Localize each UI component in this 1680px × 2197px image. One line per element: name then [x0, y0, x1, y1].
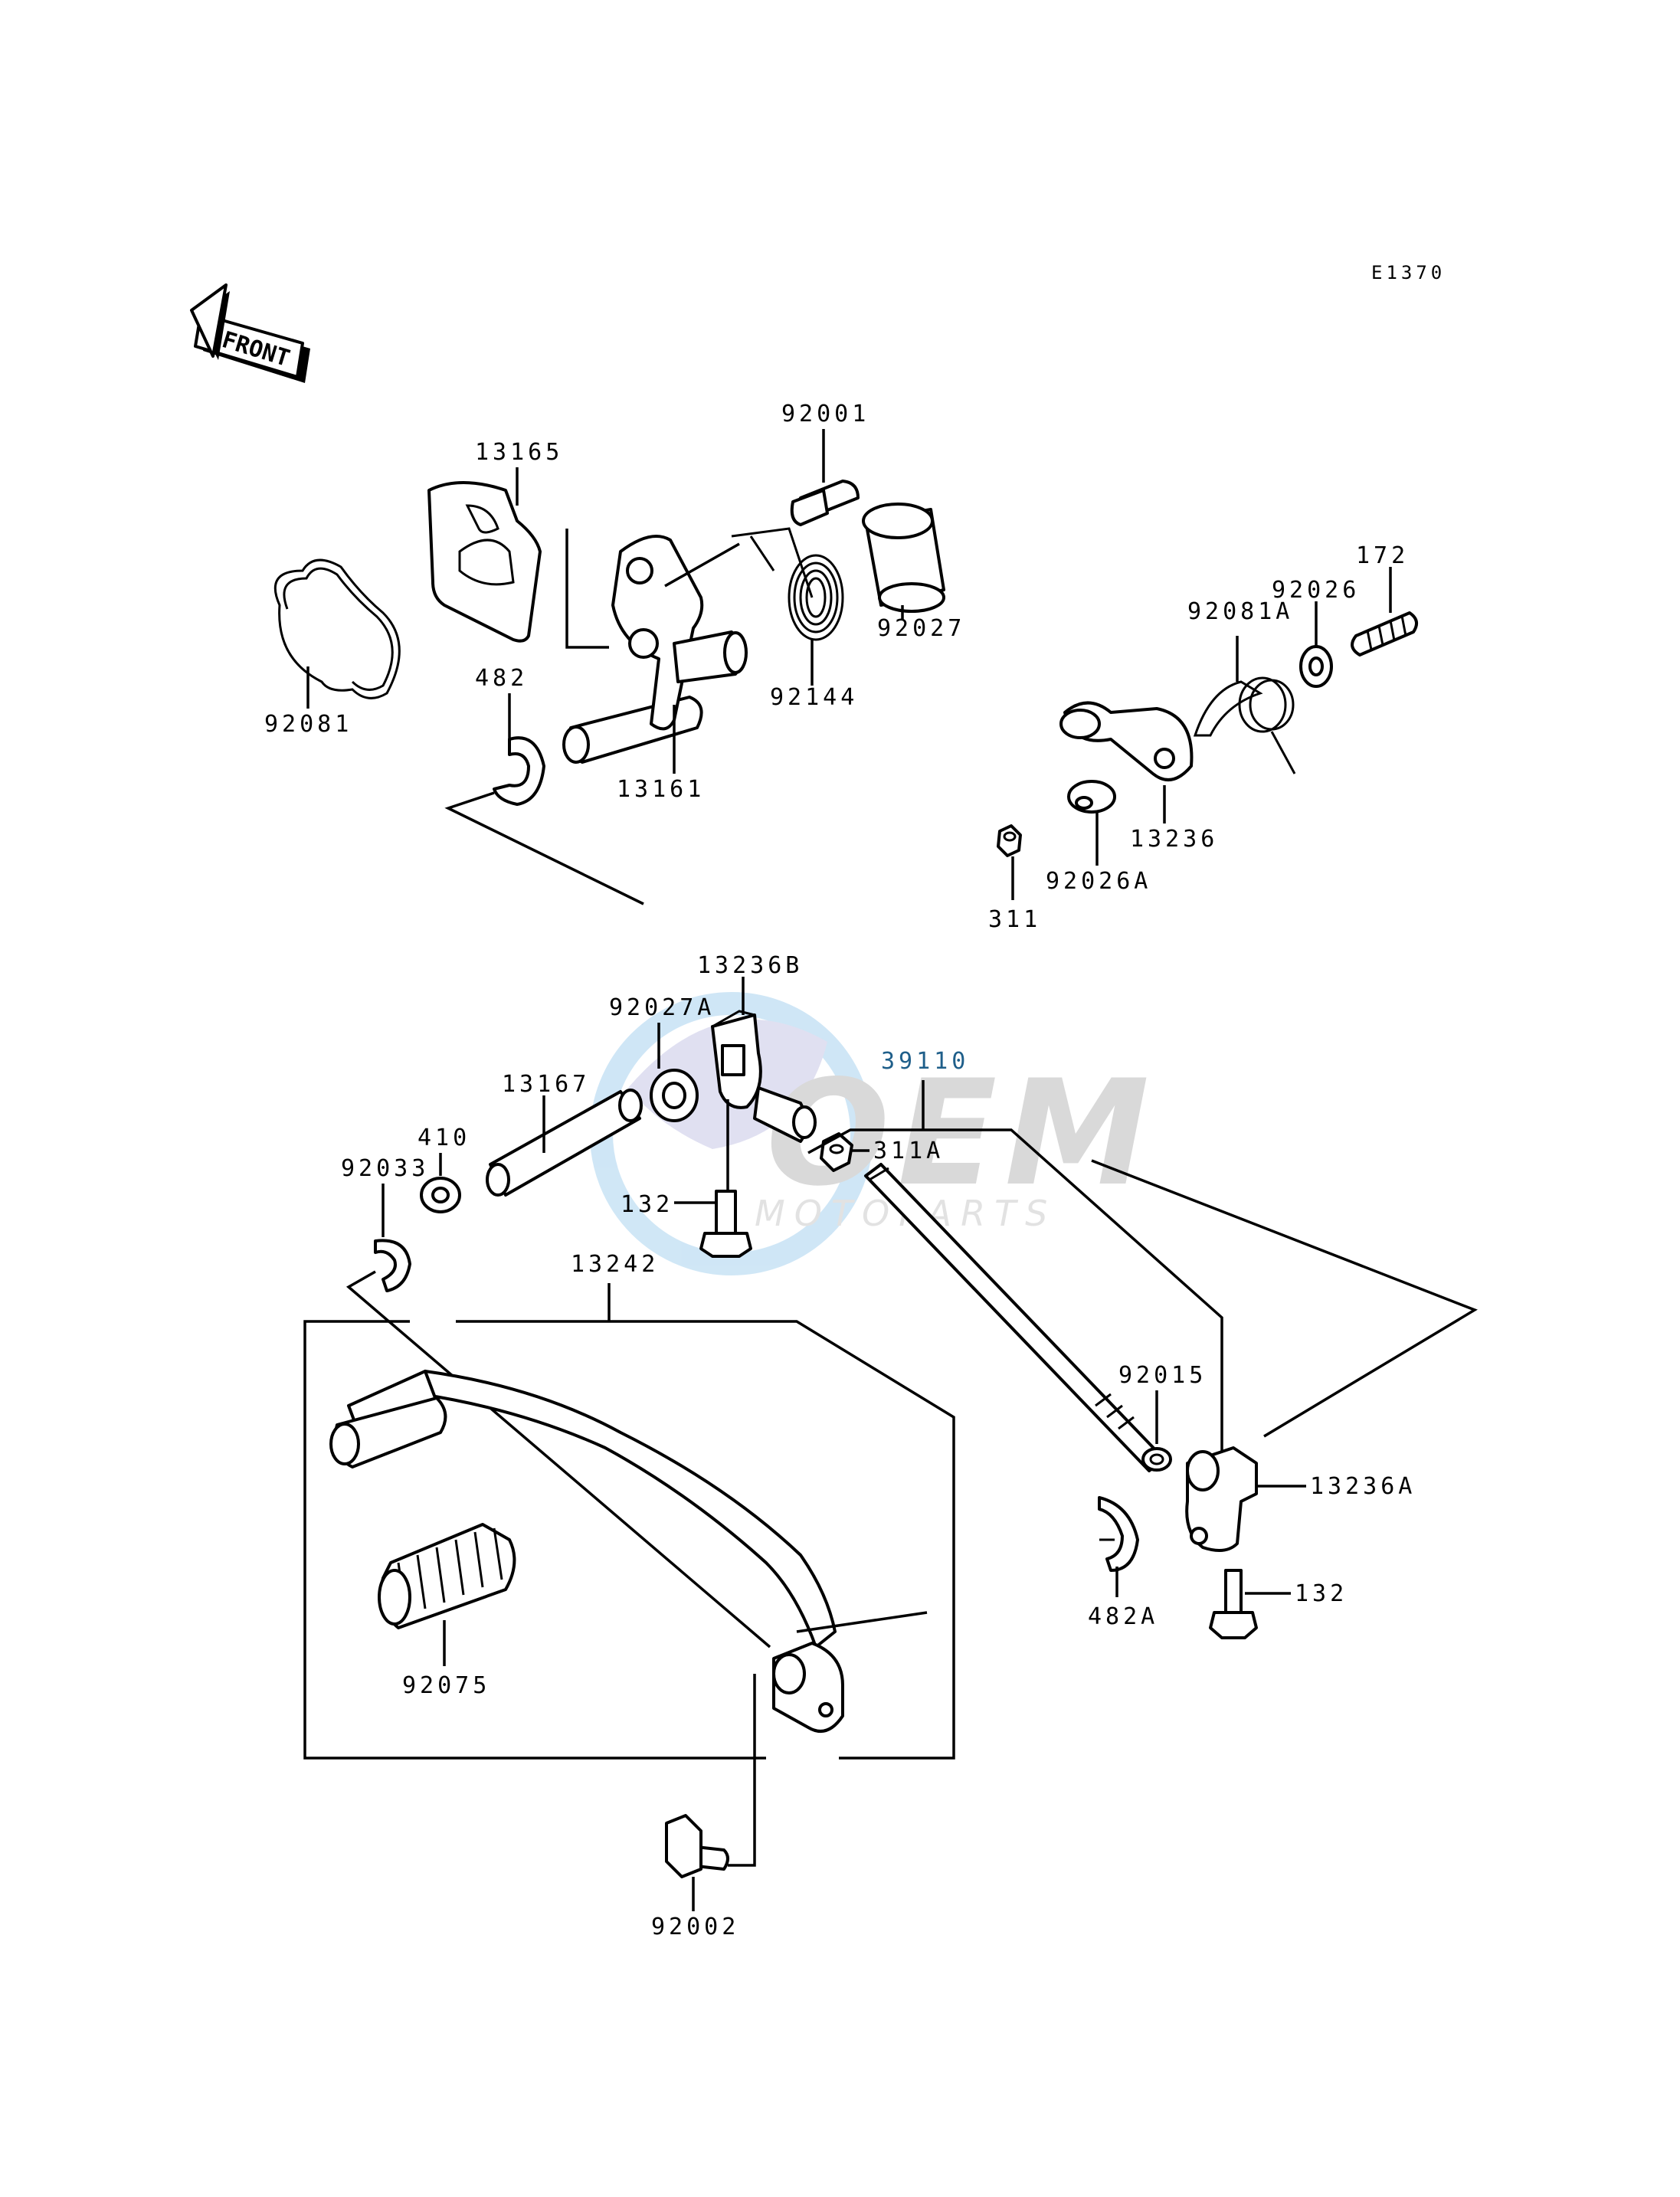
label-13236B: 13236B — [697, 952, 803, 979]
part-92075-rubber — [378, 1523, 516, 1629]
part-13165-plate — [427, 481, 542, 643]
part-172-stud — [1351, 611, 1418, 656]
part-92081-gasket — [273, 558, 401, 699]
part-13236A-lever — [1185, 1446, 1258, 1552]
label-92081: 92081 — [264, 711, 352, 738]
part-410-washer — [420, 1177, 461, 1213]
label-13236: 13236 — [1130, 826, 1218, 853]
label-92001: 92001 — [781, 401, 869, 427]
label-311: 311 — [988, 906, 1041, 933]
label-92033: 92033 — [341, 1155, 429, 1182]
part-92027A-washer — [650, 1069, 699, 1122]
label-92081A: 92081A — [1187, 598, 1293, 625]
label-13167: 13167 — [502, 1071, 590, 1098]
part-92001-bolt — [790, 480, 860, 526]
part-92144-spring — [731, 527, 844, 641]
part-92026-washer — [1299, 645, 1333, 688]
part-92027-collar — [862, 503, 945, 613]
part-13167-shaft — [486, 1089, 643, 1197]
label-92144: 92144 — [770, 684, 858, 711]
label-13236A: 13236A — [1310, 1473, 1416, 1500]
part-92015-nut — [1141, 1447, 1172, 1472]
label-172: 172 — [1356, 542, 1409, 569]
label-482: 482 — [475, 665, 528, 692]
label-132-bottom: 132 — [1295, 1580, 1348, 1607]
part-311-nut — [997, 824, 1022, 857]
watermark-brand: OEM — [766, 1049, 1157, 1218]
label-92015: 92015 — [1118, 1362, 1207, 1389]
label-13165: 13165 — [475, 439, 563, 466]
label-410: 410 — [418, 1125, 470, 1151]
front-arrow-icon: FRONT — [190, 283, 310, 383]
label-92026: 92026 — [1272, 577, 1360, 604]
part-92026A-washer — [1067, 780, 1116, 814]
label-92075: 92075 — [402, 1672, 490, 1699]
label-92026A: 92026A — [1046, 868, 1151, 895]
label-132-top: 132 — [621, 1191, 673, 1218]
label-482A: 482A — [1088, 1603, 1158, 1630]
label-311A: 311A — [873, 1138, 944, 1164]
part-482A-circlip — [1098, 1496, 1139, 1572]
label-92027A: 92027A — [609, 994, 715, 1021]
diagram-code: E1370 — [1371, 262, 1446, 283]
part-13242-pedal — [329, 1370, 844, 1733]
part-13236-lever — [1059, 701, 1194, 781]
label-13242: 13242 — [571, 1251, 659, 1278]
label-92027: 92027 — [877, 615, 965, 642]
label-13161: 13161 — [617, 776, 705, 803]
part-13161-shift-shaft — [562, 535, 748, 764]
part-482-circlip — [493, 736, 545, 806]
part-13236B-lever — [711, 1010, 817, 1143]
watermark: OEM MOTOPARTS — [590, 992, 1157, 1275]
part-92002-bolt — [665, 1814, 729, 1878]
label-39110: 39110 — [881, 1048, 969, 1075]
part-132-bolt — [699, 1190, 752, 1258]
part-92081A-spring — [1193, 676, 1296, 774]
label-92002: 92002 — [651, 1914, 739, 1940]
part-92033-circlip — [374, 1239, 411, 1292]
part-311A-nut — [820, 1132, 853, 1172]
part-132-bolt-lower — [1209, 1569, 1258, 1639]
